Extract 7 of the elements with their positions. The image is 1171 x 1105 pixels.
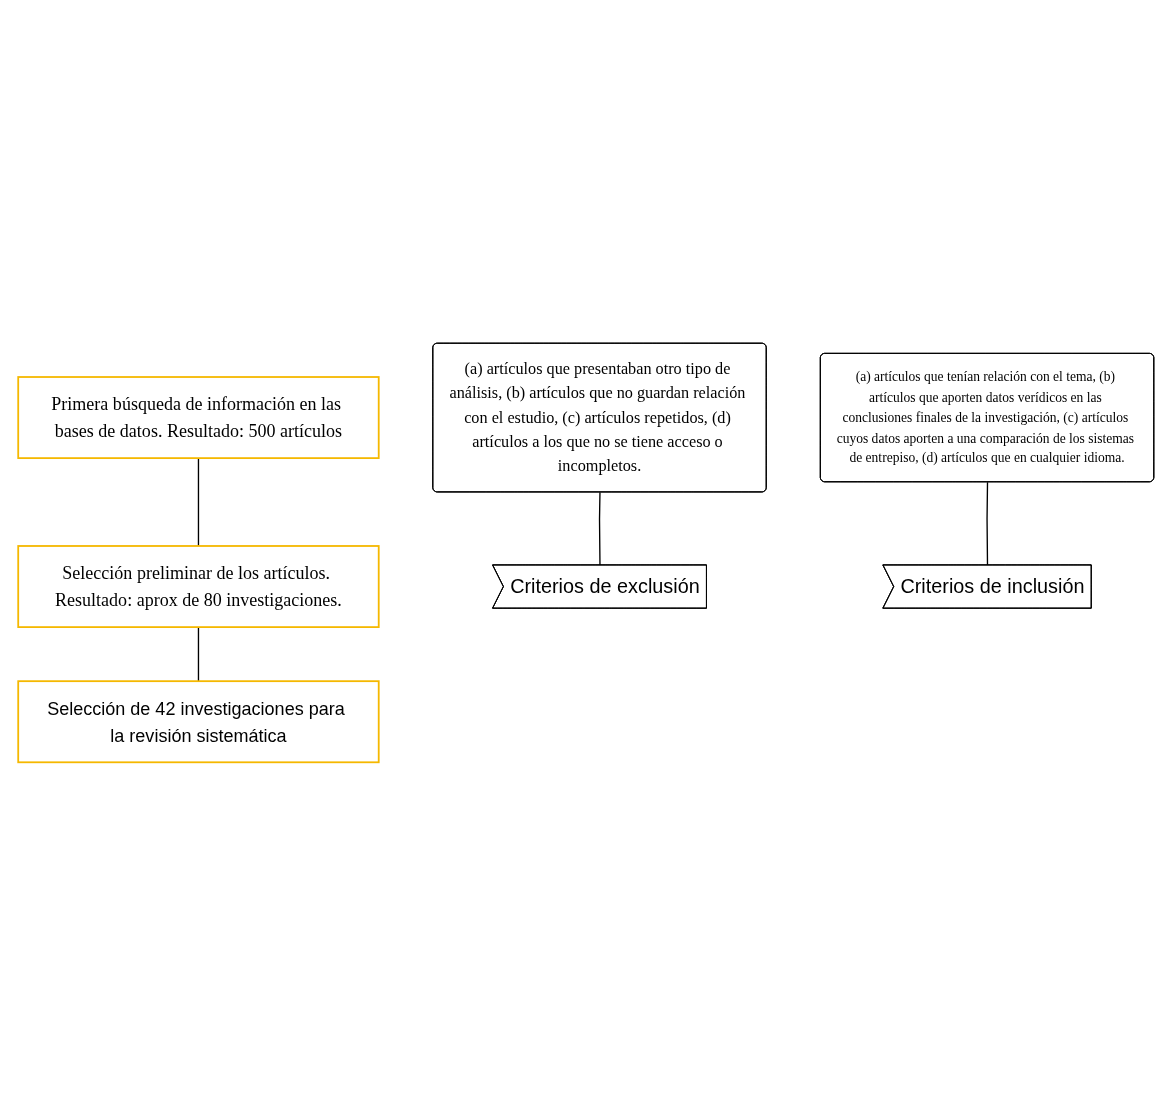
connector	[197, 457, 199, 547]
node-box: Selección preliminar de los artículos. Resultado: aprox de 80 investigaciones.	[16, 544, 380, 628]
connector	[197, 626, 199, 682]
node-box: Primera búsqueda de información en las bases de datos. Resultado: 500 artículos	[16, 375, 380, 459]
connector	[598, 491, 601, 566]
connector	[985, 481, 988, 566]
node-box: Selección de 42 investigaciones para la revisión sistemática	[16, 680, 380, 763]
